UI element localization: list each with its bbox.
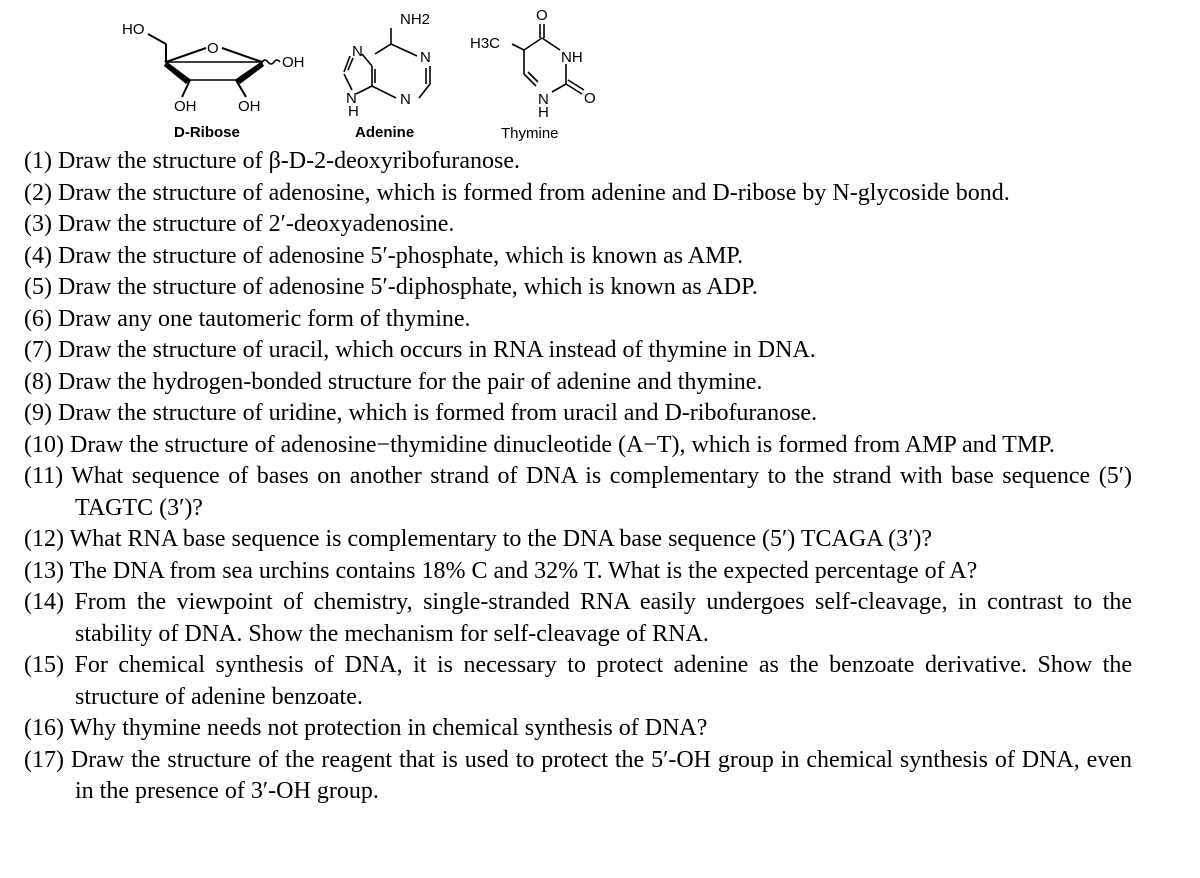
n3-label: N bbox=[400, 91, 411, 108]
c2-oxygen-label: O bbox=[584, 90, 596, 107]
question-item: (5) Draw the structure of adenosine 5′-d… bbox=[24, 274, 758, 300]
n1-label: N bbox=[420, 49, 431, 66]
ho-label: HO bbox=[122, 21, 145, 38]
adenine-caption: Adenine bbox=[355, 124, 414, 141]
amino-label: NH2 bbox=[400, 11, 430, 28]
anomeric-oh-label: OH bbox=[282, 54, 305, 71]
question-item: (9) Draw the structure of uridine, which… bbox=[24, 400, 818, 426]
n3h-label: NH bbox=[561, 49, 583, 66]
question-item: (17) Draw the structure of the reagent t… bbox=[24, 746, 1132, 805]
n1-label-thymine: N bbox=[538, 91, 549, 108]
question-item: (13) The DNA from sea urchins contains 1… bbox=[24, 557, 978, 584]
question-item: (3) Draw the structure of 2′-deoxyadenos… bbox=[24, 211, 455, 237]
question-item: (15) For chemical synthesis of DNA, it i… bbox=[24, 652, 1132, 710]
question-item: (14) From the viewpoint of chemistry, si… bbox=[24, 589, 1133, 647]
question-item: (7) Draw the structure of uracil, which … bbox=[24, 337, 816, 363]
question-item: (10) Draw the structure of adenosine−thy… bbox=[24, 431, 1055, 458]
ring-oxygen-label: O bbox=[207, 40, 219, 57]
question-item: (4) Draw the structure of adenosine 5′-p… bbox=[24, 242, 744, 269]
n9-h-label: H bbox=[348, 103, 359, 120]
c2-oh-label: OH bbox=[238, 98, 261, 115]
c4-oxygen-label: O bbox=[536, 7, 548, 24]
question-item: (8) Draw the hydrogen-bonded structure f… bbox=[24, 368, 763, 395]
question-list: (1) Draw the structure of β-D-2-deoxyrib… bbox=[24, 146, 1132, 808]
methyl-label: H3C bbox=[470, 35, 500, 52]
question-item: (11) What sequence of bases on another s… bbox=[24, 463, 1132, 521]
n7-label: N bbox=[352, 43, 363, 60]
question-item: (6) Draw any one tautomeric form of thym… bbox=[24, 305, 471, 332]
question-item: (12) What RNA base sequence is complemen… bbox=[24, 526, 933, 552]
thymine-caption: Thymine bbox=[501, 125, 559, 142]
question-item: (16) Why thymine needs not protection in… bbox=[24, 715, 708, 741]
structure-figure: HO O OH OH OH D-Ribose NH2 N N N N H A bbox=[0, 0, 1200, 150]
ribose-caption: D-Ribose bbox=[174, 124, 240, 141]
n9-label: N bbox=[346, 90, 357, 107]
question-item: (2) Draw the structure of adenosine, whi… bbox=[24, 179, 1010, 206]
n1-h-label-thymine: H bbox=[538, 104, 549, 121]
question-item: (1) Draw the structure of β-D-2-deoxyrib… bbox=[24, 148, 521, 174]
c3-oh-label: OH bbox=[174, 98, 197, 115]
ribose-structure: HO O OH OH OH D-Ribose NH2 N N N N H A bbox=[122, 7, 596, 142]
